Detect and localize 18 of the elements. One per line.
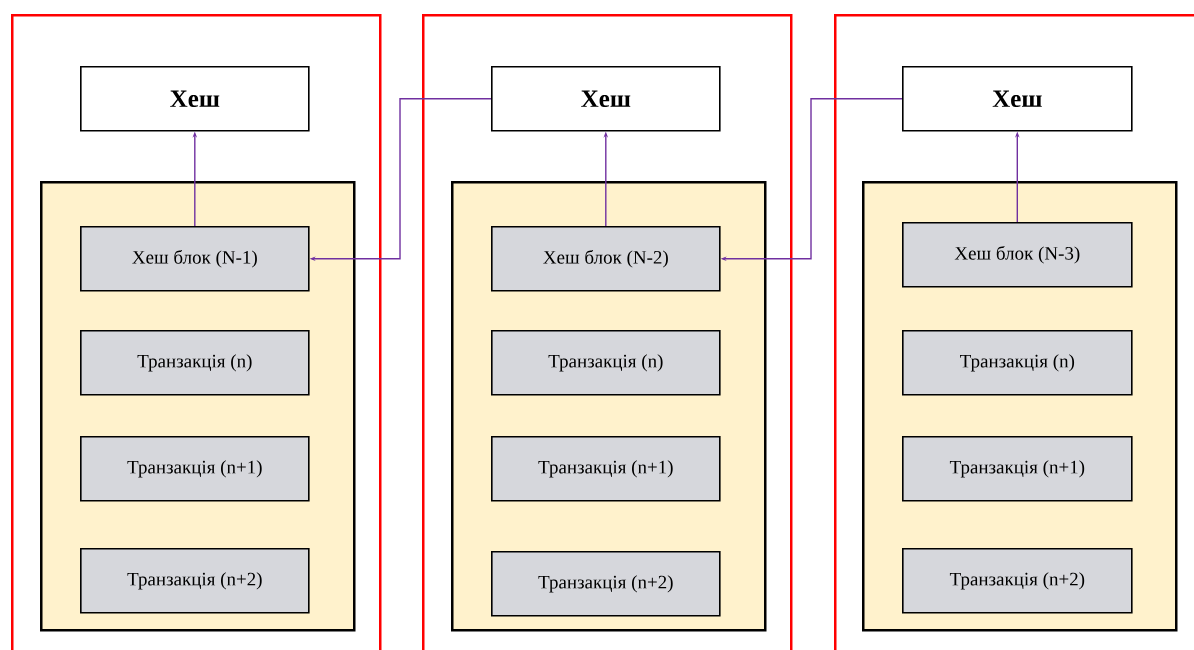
block-frame	[11, 14, 382, 650]
record-box: Хеш блок (N-2)	[491, 226, 721, 292]
block-frame	[422, 14, 793, 650]
block-frame	[834, 14, 1194, 650]
record-box: Хеш блок (N-3)	[902, 222, 1133, 288]
record-box: Транзакція (n)	[902, 330, 1133, 396]
record-box: Транзакція (n+2)	[491, 551, 721, 617]
record-box: Транзакція (n+1)	[80, 436, 310, 502]
record-box: Хеш блок (N-1)	[80, 226, 310, 292]
hash-box: Хеш	[491, 66, 721, 132]
record-box: Транзакція (n+2)	[902, 548, 1133, 614]
record-box: Транзакція (n+1)	[902, 436, 1133, 502]
hash-box: Хеш	[80, 66, 310, 132]
record-box: Транзакція (n+1)	[491, 436, 721, 502]
hash-box: Хеш	[902, 66, 1133, 132]
record-box: Транзакція (n)	[80, 330, 310, 396]
record-box: Транзакція (n+2)	[80, 548, 310, 614]
record-box: Транзакція (n)	[491, 330, 721, 396]
